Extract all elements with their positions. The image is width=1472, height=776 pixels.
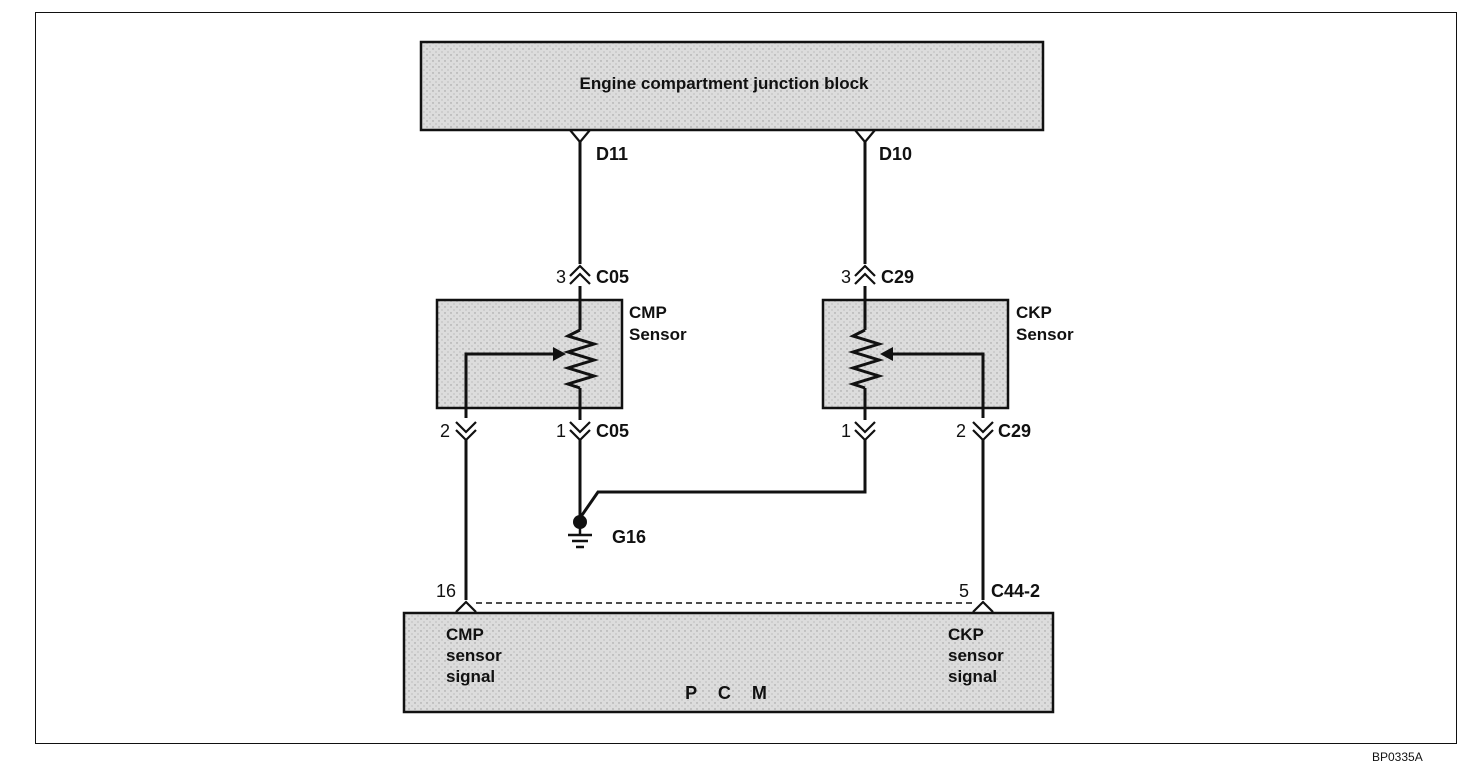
d11-pin-icon [569,129,591,144]
cmp-wiper-wire [464,352,553,418]
ckp-bottom-connector: C29 [998,421,1031,441]
pcm-cmp-signal-1: CMP [446,625,484,644]
ckp-sensor: CKP Sensor [821,286,1074,420]
ckp-wiper-wire [893,352,985,418]
pcm-pin5-connector-icon [972,600,994,613]
ground-splice-icon [573,515,587,529]
junction-block: Engine compartment junction block [419,40,1045,132]
cmp-bottom-connector: C05 [596,421,629,441]
ckp-right-bottom-pin: 2 [956,421,966,441]
ckp-sensor-name-2: Sensor [1016,325,1074,344]
pcm-pin-cmp: 16 [436,581,456,601]
cmp-top-pin: 3 [556,267,566,287]
pcm-ckp-signal-2: sensor [948,646,1004,665]
wire-ckp-ground [578,440,867,519]
ckp-wiper-arrow-icon [880,347,893,361]
figure-code: BP0335A [1372,750,1423,764]
diagram-frame [35,12,1457,744]
pcm-pin16-connector-icon [455,600,477,613]
pcm-ckp-signal-1: CKP [948,625,984,644]
ckp-left-bottom-pin: 1 [841,421,851,441]
cmp-right-bottom-pin: 1 [556,421,566,441]
cmp-resistor-icon [562,328,600,390]
cmp-left-bottom-pin: 2 [440,421,450,441]
ckp-resistor-icon [847,328,885,390]
ckp-pin2-connector-icon [972,421,994,442]
cmp-wiper-arrow-icon [553,347,566,361]
cmp-sensor: CMP Sensor [435,286,687,420]
cmp-pin2-connector-icon [455,421,477,442]
cmp-top-connector: C05 [596,267,629,287]
cmp-sensor-name-2: Sensor [629,325,687,344]
pcm-cmp-signal-2: sensor [446,646,502,665]
ckp-top-pin: 3 [841,267,851,287]
pcm-title: P C M [685,683,775,703]
pin-d10-label: D10 [879,144,912,164]
ckp-pin1-connector-icon [854,421,876,442]
pin-d11-label: D11 [596,144,628,164]
pcm-cmp-signal-3: signal [446,667,495,686]
junction-block-title: Engine compartment junction block [579,74,869,93]
cmp-sensor-name-1: CMP [629,303,667,322]
c29-top-connector-icon [854,264,876,285]
ground-label: G16 [612,527,646,547]
ckp-sensor-name-1: CKP [1016,303,1052,322]
pcm-connector: C44-2 [991,581,1040,601]
c05-top-connector-icon [569,264,591,285]
d10-pin-icon [854,129,876,144]
ground-icon [568,528,592,549]
pcm-pin-ckp: 5 [959,581,969,601]
cmp-pin1-connector-icon [569,421,591,442]
pcm-box: CMP sensor signal CKP sensor signal P C … [402,611,1055,714]
pcm-ckp-signal-3: signal [948,667,997,686]
ckp-top-connector: C29 [881,267,914,287]
